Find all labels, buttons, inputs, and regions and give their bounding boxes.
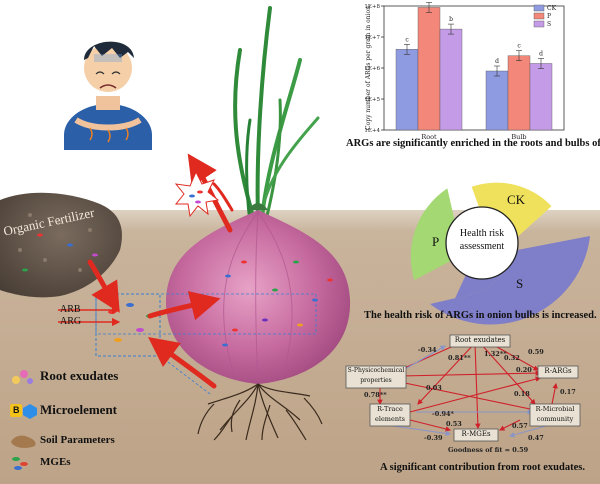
node-r-trace-label-2: elements — [375, 415, 405, 423]
node-r-microbial-label-2: community — [536, 415, 574, 423]
microelement-badge: B — [13, 405, 20, 415]
onion-leaves — [233, 6, 320, 224]
legend-entry: P — [547, 13, 551, 20]
coef-label: 0.78** — [364, 391, 387, 399]
sick-person-illustration — [64, 41, 152, 150]
coef-label: 0.59 — [528, 348, 544, 356]
risk-label-ck: CK — [507, 192, 526, 207]
risk-caption: The health risk of ARGs in onion bulbs i… — [364, 310, 597, 321]
node-r-microbial-community — [529, 403, 581, 427]
legend-label: Soil Parameters — [40, 434, 115, 446]
node-r-mges-label: R-MGEs — [461, 430, 491, 438]
mges-icon — [12, 457, 28, 470]
y-axis-label: Copy number of ARGs per gram in onion — [365, 6, 372, 130]
x-tick-label: Bulb — [511, 133, 526, 141]
legend: Root exudates B Microelement Soil Parame… — [10, 368, 160, 480]
risk-center-line2: assessment — [459, 241, 505, 252]
coef-label: 0.17 — [560, 388, 576, 396]
coef-label: -0.39 — [424, 434, 443, 442]
node-soil-properties — [345, 365, 407, 389]
legend-entry: S — [547, 21, 551, 28]
microelement-icon — [10, 404, 37, 419]
coef-label: -0.94* — [432, 410, 454, 418]
node-r-trace-label-1: R-Trace — [377, 405, 403, 413]
legend-swatch — [533, 12, 545, 20]
risk-segment-p — [410, 188, 459, 281]
legend-label: Root exudates — [40, 368, 119, 383]
legend-swatch — [533, 20, 545, 28]
flow-arrows — [87, 153, 234, 389]
node-root-exudates — [449, 334, 511, 348]
node-r-trace-elements — [369, 403, 411, 427]
onion-bulb — [165, 210, 351, 384]
risk-label-s: S — [516, 276, 524, 291]
root-exudates-icon — [12, 370, 33, 384]
x-tick-label: Root — [421, 133, 437, 141]
y-tick-label: 1E+8 — [364, 4, 380, 10]
path-model-caption: A significant contribution from root exu… — [380, 462, 585, 473]
node-r-mges — [453, 428, 499, 442]
legend-entry: CK — [547, 5, 557, 12]
significance-letter: d — [495, 58, 499, 65]
significance-letter: c — [517, 43, 521, 50]
fertilizer-pile — [0, 192, 122, 298]
legend-swatch — [533, 4, 545, 12]
microbe-starburst-icon — [174, 170, 220, 218]
goodness-of-fit: Goodness of fit = 0.59 — [448, 446, 529, 454]
node-soil-properties-label-2: properties — [360, 377, 392, 384]
y-tick-label: 1E+7 — [364, 35, 380, 41]
legend-label: MGEs — [40, 456, 71, 468]
risk-center-circle — [445, 206, 519, 280]
arg-label: ARG — [60, 316, 82, 327]
chart-caption: ARGs are significantly enriched in the r… — [346, 138, 600, 149]
onion-roots — [197, 383, 323, 441]
node-r-args — [537, 365, 579, 379]
coef-label: 0.53 — [446, 420, 462, 428]
coef-label: 0.47 — [528, 434, 544, 442]
coef-label: -0.34 — [418, 346, 437, 354]
coef-label: 0.81** — [448, 354, 471, 362]
coef-label: 0.18 — [514, 390, 530, 398]
y-tick-label: 1E+5 — [364, 97, 380, 103]
risk-center-line1: Health risk — [459, 228, 505, 239]
fertilizer-microbes — [22, 233, 98, 272]
node-r-args-label: R-ARGs — [544, 367, 572, 375]
legend-label: Microelement — [40, 402, 117, 417]
significance-letter: b — [449, 16, 453, 23]
y-tick-label: 1E+4 — [364, 128, 380, 134]
coef-label: 0.32 — [504, 354, 520, 362]
coef-label: 0.03 — [426, 384, 442, 392]
node-root-exudates-label: Root exudates — [454, 336, 506, 344]
significance-letter: c — [405, 36, 409, 43]
risk-label-p: P — [432, 234, 440, 249]
coef-label: 1.32** — [484, 350, 507, 358]
soil-parameters-icon — [11, 435, 36, 448]
coef-label: 0.57 — [512, 422, 528, 430]
node-soil-properties-label-1: S-Physicochemical — [347, 367, 405, 374]
coef-label: 0.20 — [516, 366, 532, 374]
y-tick-label: 1E+6 — [364, 66, 380, 72]
arb-label: ARB — [60, 304, 81, 315]
significance-letter: d — [539, 50, 543, 57]
node-r-microbial-label-1: R-Microbial — [535, 405, 575, 413]
significance-letter: a — [427, 0, 431, 1]
